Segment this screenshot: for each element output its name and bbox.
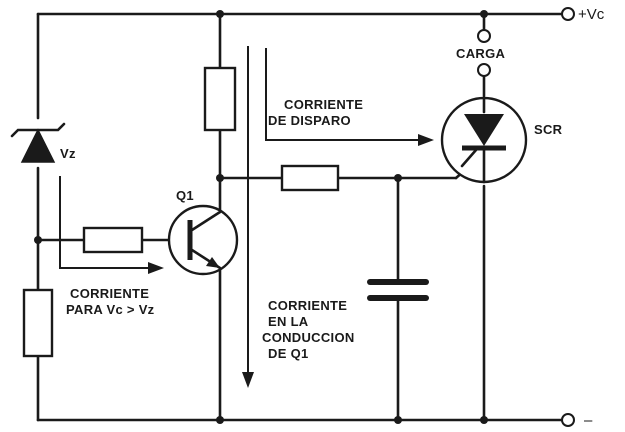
load-label: CARGA <box>456 46 505 61</box>
zener-triangle <box>20 128 56 163</box>
junction-top-collector <box>216 10 224 18</box>
positive-terminal <box>561 7 575 21</box>
trigger-current-arrow <box>265 48 434 146</box>
load-terminal-top <box>477 29 491 43</box>
negative-terminal-label: – <box>584 412 593 429</box>
collector-resistor <box>203 66 237 132</box>
trigger-current-label: CORRIENTE DE DISPARO <box>268 97 367 128</box>
junction-bottom-scr <box>480 416 488 424</box>
transistor-q1: Q1 <box>167 188 239 276</box>
scr-gate-lead <box>460 148 478 168</box>
trigger-current-arrowhead <box>418 134 434 146</box>
zener-current-label: CORRIENTE PARA Vc > Vz <box>66 286 155 317</box>
scr: SCR <box>440 96 563 184</box>
capacitor <box>367 279 429 301</box>
junction-bottom-emitter <box>216 416 224 424</box>
load-terminal-bottom <box>477 63 491 77</box>
junction-collector <box>216 174 224 182</box>
q1-current-arrowhead <box>242 372 254 388</box>
zener-diode: Vz <box>10 122 76 163</box>
negative-terminal <box>561 413 575 427</box>
transistor-label: Q1 <box>176 188 194 203</box>
zener-bar <box>10 122 66 138</box>
q1-current-label: CORRIENTE EN LA CONDUCCION DE Q1 <box>262 298 358 361</box>
trigger-current-path <box>265 48 420 141</box>
zener-current-path <box>59 176 150 269</box>
transistor-collector-lead <box>190 210 222 232</box>
positive-terminal-label: +Vc <box>578 6 605 23</box>
q1-current-arrow <box>242 46 254 388</box>
zener-current-arrow <box>59 176 164 274</box>
zener-current-arrowhead <box>148 262 164 274</box>
junction-base <box>34 236 42 244</box>
junctions <box>34 10 488 424</box>
junction-bottom-capacitor <box>394 416 402 424</box>
gate-resistor <box>280 164 340 192</box>
load: CARGA <box>456 29 505 77</box>
base-resistor <box>82 226 144 254</box>
scr-label: SCR <box>534 122 563 137</box>
junction-gate <box>394 174 402 182</box>
scr-triangle <box>464 114 504 146</box>
bias-resistor <box>22 288 54 358</box>
transistor-emitter-arrow <box>206 257 220 268</box>
junction-top-scr <box>480 10 488 18</box>
zener-label: Vz <box>60 146 76 161</box>
transistor-body <box>167 204 239 276</box>
